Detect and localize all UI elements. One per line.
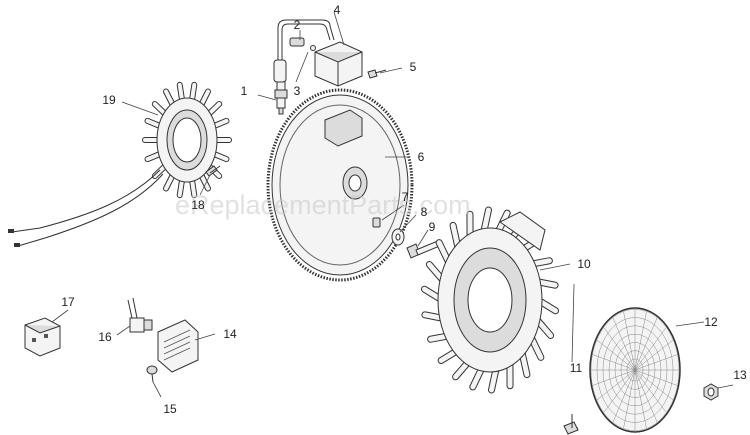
callout-18[interactable]: 18	[191, 198, 205, 212]
part-grass-screen[interactable]	[589, 307, 681, 433]
callout-15[interactable]: 15	[163, 402, 177, 416]
part-cooling-fan[interactable]	[420, 206, 560, 394]
watermark-text: eReplacementParts.com	[175, 190, 471, 220]
callout-6[interactable]: 6	[418, 150, 425, 164]
part-ignition-module[interactable]	[273, 19, 363, 87]
part-washer[interactable]	[391, 228, 405, 246]
callout-11[interactable]: 11	[570, 361, 583, 375]
part-flywheel[interactable]	[266, 88, 414, 282]
part-module-screw[interactable]	[367, 69, 387, 79]
part-terminal-block[interactable]	[24, 317, 61, 357]
callout-1[interactable]: 1	[241, 84, 248, 98]
callout-9[interactable]: 9	[429, 220, 436, 234]
callout-3[interactable]: 3	[294, 84, 301, 98]
callout-8[interactable]: 8	[421, 205, 428, 219]
part-spark-plug[interactable]	[274, 79, 288, 115]
part-flywheel-key[interactable]	[372, 217, 381, 228]
callout-4[interactable]: 4	[334, 3, 341, 17]
part-rectifier-screw[interactable]	[146, 365, 158, 383]
callout-17[interactable]: 17	[61, 295, 75, 309]
part-rectifier[interactable]	[157, 319, 199, 373]
callout-13[interactable]: 13	[733, 368, 747, 382]
callout-16[interactable]: 16	[98, 330, 112, 344]
callout-7[interactable]: 7	[402, 190, 409, 204]
callout-14[interactable]: 14	[223, 327, 237, 341]
part-stator[interactable]	[8, 81, 232, 247]
leader-lines	[51, 11, 734, 398]
part-fan-screw[interactable]	[563, 414, 579, 435]
part-nut[interactable]	[703, 383, 719, 401]
callout-10[interactable]: 10	[577, 257, 591, 271]
part-connector[interactable]	[127, 297, 153, 333]
part-stator-screw[interactable]	[205, 165, 221, 177]
callout-labels: 1 2 3 4 5 6 7 8 9 10 11 12 13 14 15 16 1…	[61, 3, 747, 416]
callout-12[interactable]: 12	[704, 315, 718, 329]
callout-2[interactable]: 2	[294, 18, 301, 32]
callout-5[interactable]: 5	[410, 60, 417, 74]
callout-19[interactable]: 19	[102, 93, 116, 107]
